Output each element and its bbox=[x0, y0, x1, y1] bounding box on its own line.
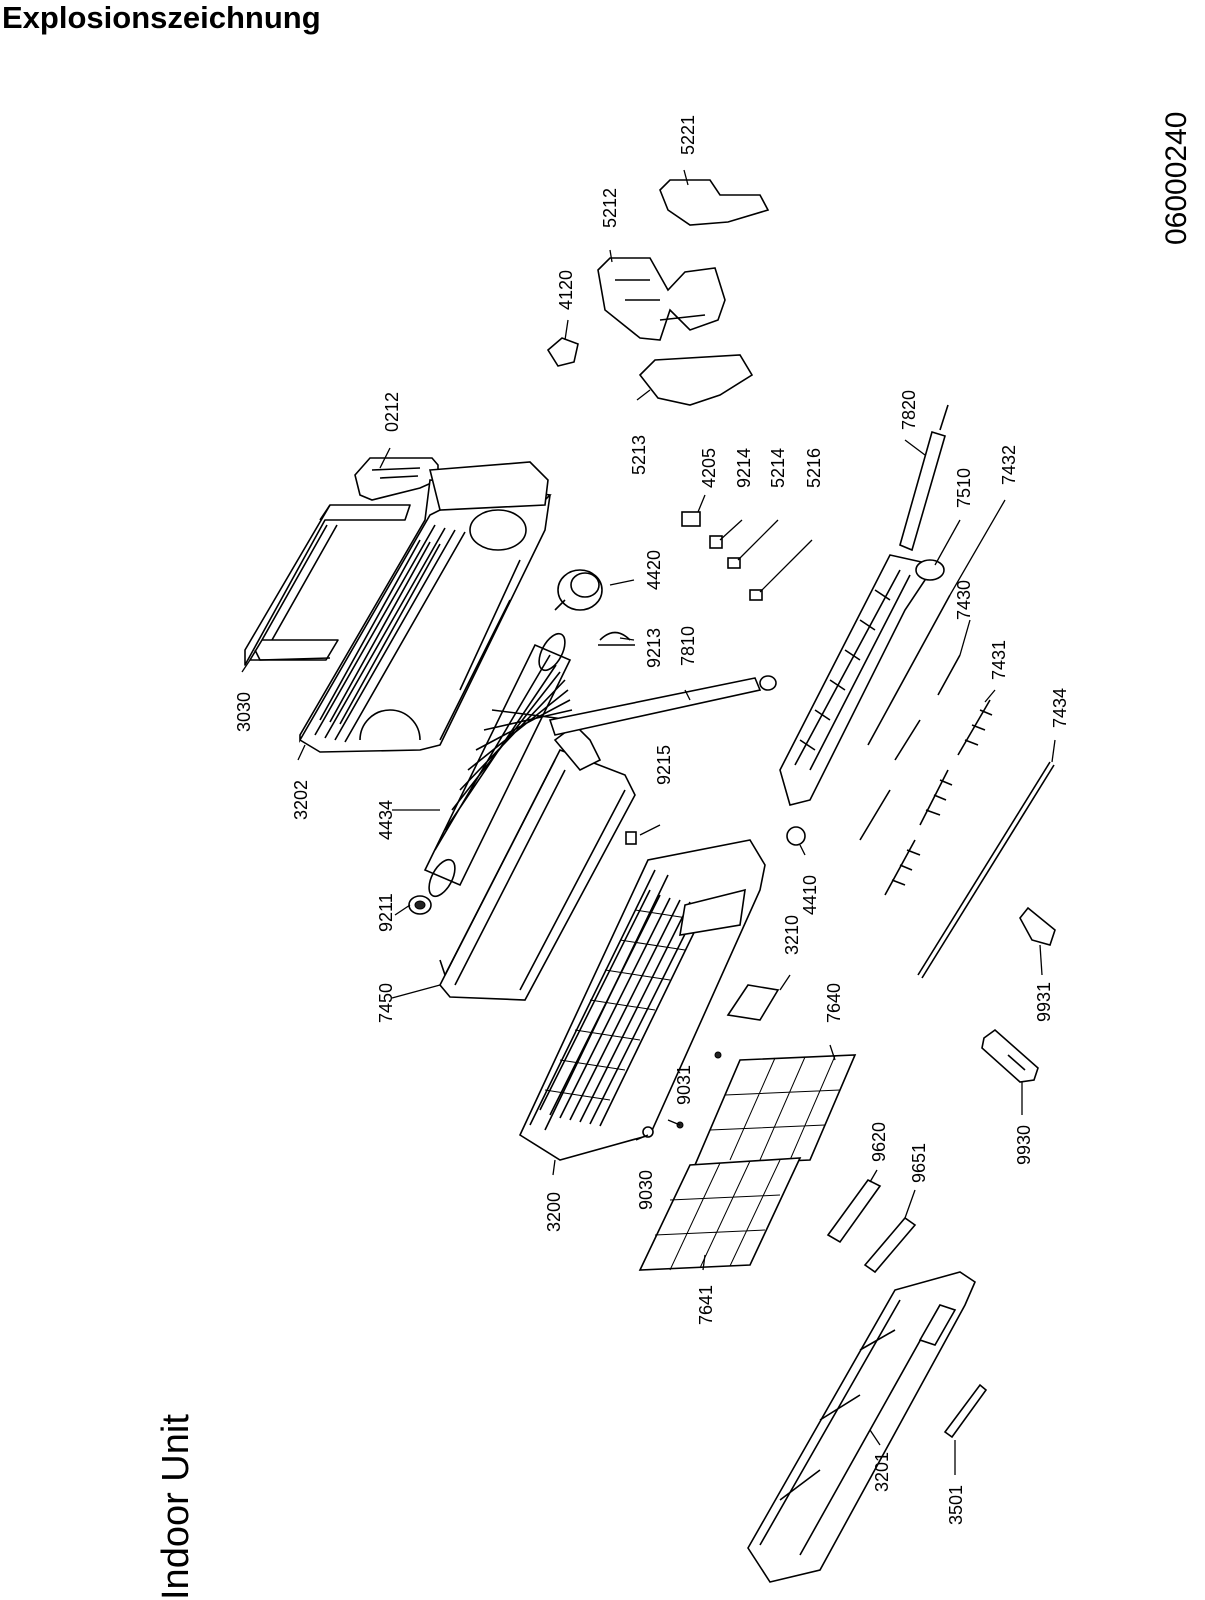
part-label-7450: 7450 bbox=[376, 983, 396, 1023]
part-label-7430: 7430 bbox=[954, 580, 974, 620]
part-9930-shape bbox=[981, 1028, 1039, 1083]
part-7641-shape bbox=[638, 1157, 802, 1271]
part-7810-shape bbox=[548, 675, 777, 736]
part-label-9214: 9214 bbox=[734, 448, 754, 488]
part-label-7510: 7510 bbox=[954, 468, 974, 508]
part-label-3202: 3202 bbox=[291, 780, 311, 820]
part-5213-shape bbox=[638, 354, 754, 406]
part-9651-shape bbox=[863, 1216, 917, 1274]
part-label-9215: 9215 bbox=[654, 745, 674, 785]
part-label-9030: 9030 bbox=[636, 1170, 656, 1210]
part-label-9213: 9213 bbox=[644, 628, 664, 668]
part-3210-shape bbox=[726, 984, 780, 1021]
part-label-7641: 7641 bbox=[696, 1285, 716, 1325]
part-7640-shape bbox=[693, 1054, 857, 1166]
part-9030-shape bbox=[642, 1126, 654, 1138]
part-label-5214: 5214 bbox=[768, 448, 788, 488]
part-label-5216: 5216 bbox=[804, 448, 824, 488]
part-4120-shape bbox=[546, 337, 579, 367]
part-label-9931: 9931 bbox=[1034, 982, 1054, 1022]
part-3030-shape bbox=[244, 504, 411, 666]
part-3202-shape bbox=[299, 461, 552, 753]
part-label-5221: 5221 bbox=[678, 115, 698, 155]
part-4434-shape bbox=[423, 632, 573, 898]
part-3501-shape bbox=[943, 1383, 988, 1439]
part-label-4205: 4205 bbox=[699, 448, 719, 488]
part-7510-shape bbox=[779, 554, 945, 806]
part-label-3201: 3201 bbox=[872, 1452, 892, 1492]
part-label-5212: 5212 bbox=[600, 188, 620, 228]
page-title: Explosionszeichnung bbox=[2, 0, 321, 35]
part-label-9620: 9620 bbox=[869, 1122, 889, 1162]
part-7450-shape bbox=[439, 723, 636, 1001]
part-label-7431: 7431 bbox=[989, 640, 1009, 680]
part-4410-shape bbox=[786, 826, 806, 846]
part-label-4420: 4420 bbox=[644, 550, 664, 590]
part-7431-shape bbox=[884, 699, 993, 896]
part-7432-shape bbox=[867, 594, 951, 746]
part-0212-shape bbox=[354, 457, 439, 501]
part-label-0212: 0212 bbox=[382, 392, 402, 432]
part-7430-shape bbox=[859, 654, 961, 841]
part-label-3200: 3200 bbox=[544, 1192, 564, 1232]
part-4420-shape bbox=[554, 569, 603, 611]
part-label-4120: 4120 bbox=[556, 270, 576, 310]
part-5214-shape bbox=[727, 557, 741, 569]
part-label-7810: 7810 bbox=[678, 626, 698, 666]
part-3200-shape bbox=[518, 839, 766, 1161]
leader-lines bbox=[241, 169, 1056, 1475]
part-9620-shape bbox=[826, 1178, 882, 1244]
part-3201-shape bbox=[747, 1271, 977, 1583]
part-5216-shape bbox=[749, 589, 763, 601]
part-label-7434: 7434 bbox=[1050, 688, 1070, 728]
part-9213-shape bbox=[598, 631, 635, 646]
part-label-4434: 4434 bbox=[376, 800, 396, 840]
part-label-5213: 5213 bbox=[629, 435, 649, 475]
part-9211-shape bbox=[408, 895, 432, 915]
part-7820-shape bbox=[899, 404, 949, 552]
part-label-7820: 7820 bbox=[899, 390, 919, 430]
part-4205-shape bbox=[681, 511, 701, 527]
part-9031-shape bbox=[676, 1051, 722, 1129]
part-label-3030: 3030 bbox=[234, 692, 254, 732]
part-label-9651: 9651 bbox=[909, 1143, 929, 1183]
part-7434-shape bbox=[917, 761, 1055, 979]
part-5212-shape bbox=[597, 257, 726, 341]
part-9214-shape bbox=[709, 535, 723, 549]
part-9215-shape bbox=[625, 831, 637, 845]
part-label-3501: 3501 bbox=[946, 1485, 966, 1525]
part-label-9930: 9930 bbox=[1014, 1125, 1034, 1165]
part-labels: 0212 3030 3202 4434 9211 7450 4420 9213 … bbox=[234, 115, 1070, 1525]
part-label-9031: 9031 bbox=[674, 1065, 694, 1105]
part-label-3210: 3210 bbox=[782, 915, 802, 955]
part-label-7432: 7432 bbox=[999, 445, 1019, 485]
part-label-9211: 9211 bbox=[376, 893, 396, 932]
part-label-7640: 7640 bbox=[824, 983, 844, 1023]
part-label-4410: 4410 bbox=[800, 875, 820, 915]
part-9931-shape bbox=[1019, 906, 1056, 946]
part-5221-shape bbox=[659, 179, 770, 226]
